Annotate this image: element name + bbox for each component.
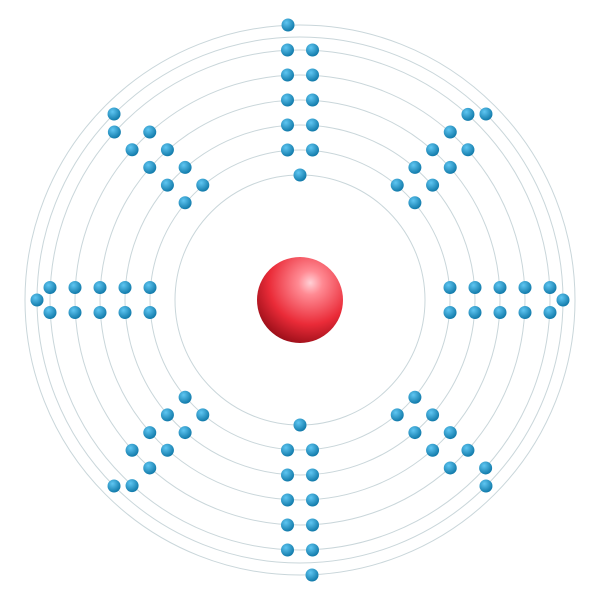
electron-shell-5 xyxy=(461,143,475,157)
electron-shell-3 xyxy=(160,408,174,422)
electron-shell-5 xyxy=(518,281,532,294)
electron-shell-2 xyxy=(390,408,404,422)
electron-shell-4 xyxy=(160,143,174,157)
electron-shell-5 xyxy=(281,68,294,82)
electron-shell-7 xyxy=(107,107,121,121)
electron-shell-4 xyxy=(143,426,157,440)
electron-shell-6 xyxy=(306,543,319,557)
electron-shell-2 xyxy=(408,196,422,210)
orbit-ring-5 xyxy=(74,74,526,526)
nucleus xyxy=(257,257,343,343)
electron-shell-8 xyxy=(305,568,319,582)
orbit-ring-8 xyxy=(24,24,576,576)
electron-shell-4 xyxy=(443,160,457,174)
electron-shell-3 xyxy=(178,160,192,174)
electron-shell-6 xyxy=(107,125,121,139)
electron-shell-5 xyxy=(125,143,139,157)
electron-shell-5 xyxy=(281,518,294,532)
electron-shell-4 xyxy=(426,443,440,457)
electron-shell-5 xyxy=(443,461,457,475)
electron-shell-3 xyxy=(118,281,132,294)
electron-shell-6 xyxy=(306,43,319,57)
electron-shell-3 xyxy=(281,118,294,132)
electron-shell-4 xyxy=(426,143,440,157)
electron-shell-4 xyxy=(306,93,319,107)
electron-shell-5 xyxy=(461,443,475,457)
electron-shell-3 xyxy=(160,178,174,192)
electron-shell-2 xyxy=(143,306,157,319)
electron-shell-3 xyxy=(178,426,192,440)
electron-shell-5 xyxy=(143,125,157,139)
electron-shell-5 xyxy=(68,306,82,319)
electron-shell-6 xyxy=(543,281,557,294)
electron-shell-4 xyxy=(160,443,174,457)
electron-shell-6 xyxy=(461,107,475,121)
electron-shell-7 xyxy=(479,107,493,121)
electron-shell-2 xyxy=(196,408,210,422)
electron-shell-3 xyxy=(468,306,482,319)
electron-shell-4 xyxy=(281,493,294,507)
electron-shell-2 xyxy=(443,281,457,294)
electron-shell-2 xyxy=(306,443,319,457)
electron-shell-5 xyxy=(143,461,157,475)
electron-shell-4 xyxy=(493,281,507,294)
electrons xyxy=(30,18,570,582)
electron-shell-2 xyxy=(443,306,457,319)
electron-shell-6 xyxy=(281,43,294,57)
electron-shell-5 xyxy=(443,125,457,139)
electron-shell-6 xyxy=(125,479,139,493)
electron-shell-3 xyxy=(426,178,440,192)
electron-shell-5 xyxy=(125,443,139,457)
electron-shell-6 xyxy=(281,543,294,557)
electron-shell-2 xyxy=(178,390,192,404)
electron-shell-8 xyxy=(281,18,295,32)
electron-shell-7 xyxy=(107,479,121,493)
electron-shell-3 xyxy=(306,468,319,482)
electron-shell-3 xyxy=(408,426,422,440)
orbit-ring-4 xyxy=(99,99,501,501)
electron-shell-7 xyxy=(556,293,570,307)
electron-shell-2 xyxy=(390,178,404,192)
orbit-ring-6 xyxy=(49,49,551,551)
electron-shell-2 xyxy=(196,178,210,192)
electron-shell-5 xyxy=(518,306,532,319)
electron-shell-4 xyxy=(306,493,319,507)
electron-shell-3 xyxy=(468,281,482,294)
electron-shell-3 xyxy=(408,160,422,174)
electron-shell-5 xyxy=(306,518,319,532)
electron-shell-3 xyxy=(118,306,132,319)
electron-shell-4 xyxy=(493,306,507,319)
electron-shell-7 xyxy=(30,293,44,307)
electron-shell-4 xyxy=(93,281,107,294)
electron-shell-6 xyxy=(43,306,57,319)
electron-shell-2 xyxy=(408,390,422,404)
electron-shell-5 xyxy=(68,281,82,294)
electron-shell-3 xyxy=(426,408,440,422)
electron-shell-6 xyxy=(543,306,557,319)
electron-shell-3 xyxy=(281,468,294,482)
electron-shell-2 xyxy=(143,281,157,294)
orbit-ring-2 xyxy=(149,149,451,451)
electron-shell-1 xyxy=(293,418,307,432)
electron-shell-2 xyxy=(281,143,294,157)
electron-shell-7 xyxy=(479,479,493,493)
electron-shell-1 xyxy=(293,168,307,182)
electron-shell-2 xyxy=(281,443,294,457)
electron-shell-2 xyxy=(306,143,319,157)
electron-shell-6 xyxy=(479,461,493,475)
electron-shell-4 xyxy=(281,93,294,107)
electron-shell-4 xyxy=(93,306,107,319)
electron-shell-2 xyxy=(178,196,192,210)
electron-shell-6 xyxy=(43,281,57,294)
electron-shell-5 xyxy=(306,68,319,82)
electron-shell-3 xyxy=(306,118,319,132)
orbit-ring-3 xyxy=(124,124,476,476)
electron-shell-4 xyxy=(143,160,157,174)
electron-shell-4 xyxy=(443,426,457,440)
